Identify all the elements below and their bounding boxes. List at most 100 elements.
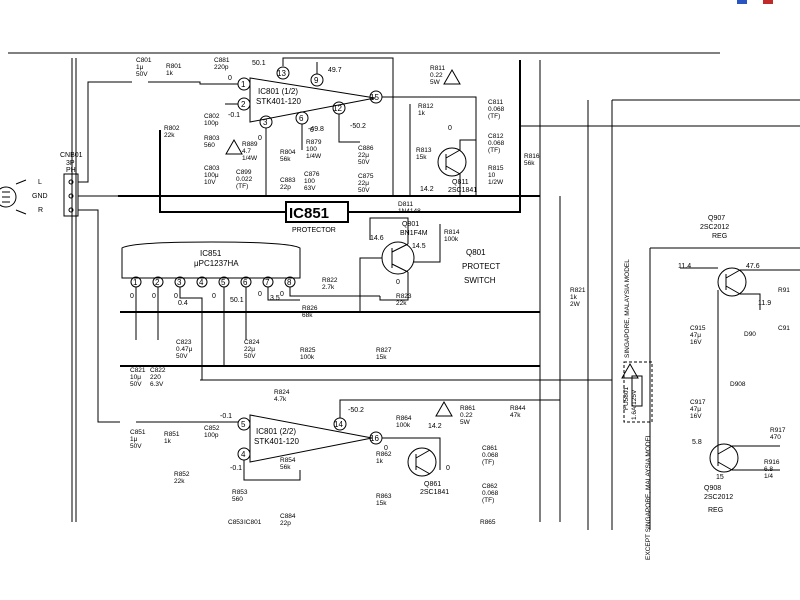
svg-text:2SC1841: 2SC1841 [448, 187, 477, 194]
component-value: 50V [358, 187, 370, 194]
component-value: 6.3V [150, 381, 164, 388]
component-value: 220 [150, 374, 161, 381]
svg-text:12: 12 [333, 104, 342, 113]
component-ref: R825 [300, 347, 316, 354]
svg-text:2SC2012: 2SC2012 [704, 494, 733, 501]
svg-text:Q801: Q801 [402, 221, 419, 228]
component-value: 100 [304, 178, 315, 185]
component-ref: C823 [176, 339, 192, 346]
component-ref: R862 [376, 451, 392, 458]
component-ref: R861 [460, 405, 476, 412]
component-ref: C822 [150, 367, 166, 374]
component-ref: R815 [488, 165, 504, 172]
svg-text:-49.8: -49.8 [308, 126, 324, 133]
component-ref: C811 [488, 99, 503, 106]
component-value: 2.7k [322, 284, 335, 291]
svg-text:0: 0 [228, 75, 232, 82]
component-value: 6.8 [764, 466, 773, 473]
q801-protect-switch: Q801 BN1F4M Q801 PROTECT SWITCH 14.6 14.… [370, 221, 500, 286]
svg-text:-0.1: -0.1 [220, 413, 232, 420]
component-value: 0.068 [482, 490, 499, 497]
component-ref: R813 [416, 147, 432, 154]
svg-text:3: 3 [263, 118, 268, 127]
component-ref: C876 [304, 171, 320, 178]
component-value: 1μ [136, 64, 144, 71]
component-ref: D908 [730, 381, 746, 388]
svg-text:8: 8 [287, 278, 292, 287]
component-ref: R826 [302, 305, 318, 312]
component-ref: R863 [376, 493, 392, 500]
svg-text:-0.1: -0.1 [228, 112, 240, 119]
component-value: 1k [166, 70, 174, 77]
component-ref: R823 [396, 293, 412, 300]
component-ref: R91 [778, 287, 790, 294]
svg-text:PH: PH [66, 167, 76, 174]
component-ref: R853 [232, 489, 248, 496]
component-ref: R879 [306, 139, 322, 146]
svg-text:47.6: 47.6 [746, 263, 760, 270]
component-value: 2W [570, 301, 581, 308]
svg-text:0: 0 [446, 465, 450, 472]
component-value: 1k [570, 294, 578, 301]
svg-text:0: 0 [396, 279, 400, 286]
component-value: 56k [280, 156, 291, 163]
svg-text:7: 7 [265, 278, 270, 287]
component-value: 16V [690, 413, 702, 420]
component-value: (TF) [488, 147, 500, 154]
header-flag-blue [737, 0, 747, 4]
svg-text:FU5801: FU5801 [623, 386, 630, 410]
component-ref: C853 [228, 519, 244, 526]
component-value: 4.7 [242, 148, 251, 155]
svg-text:2: 2 [241, 100, 246, 109]
svg-text:STK401-120: STK401-120 [256, 97, 301, 106]
component-ref: C884 [280, 513, 296, 520]
component-value: 22k [396, 300, 407, 307]
component-ref: C875 [358, 173, 374, 180]
component-value: 100k [396, 422, 411, 429]
svg-text:6: 6 [299, 114, 304, 123]
component-ref: C803 [204, 165, 220, 172]
svg-text:REG: REG [712, 233, 727, 240]
component-value: 100k [444, 236, 459, 243]
ic801-lower: IC801 (2/2) STK401-120 5 4 14 16 -0.1 -0… [220, 407, 388, 472]
component-ref: R844 [510, 405, 526, 412]
protector-block: IC851 PROTECTOR [285, 201, 349, 234]
component-value: 10V [204, 179, 216, 186]
svg-text:9: 9 [314, 76, 319, 85]
svg-text:Q861: Q861 [424, 481, 441, 488]
ic851-protector-ic: IC851 μPC1237HA 1 2 3 4 5 6 7 8 0 0 0 0 … [121, 241, 301, 307]
component-value: (TF) [236, 183, 248, 190]
svg-text:0: 0 [258, 135, 262, 142]
svg-text:2SC1841: 2SC1841 [420, 489, 449, 496]
svg-text:Q801: Q801 [466, 248, 486, 257]
svg-text:0: 0 [174, 293, 178, 300]
component-value: 0.22 [460, 412, 473, 419]
component-value: 50V [136, 71, 148, 78]
component-value: 50V [130, 443, 142, 450]
component-ref: R822 [322, 277, 338, 284]
svg-text:14.2: 14.2 [428, 423, 442, 430]
svg-text:1.6A/125V: 1.6A/125V [631, 389, 638, 420]
svg-text:STK401-120: STK401-120 [254, 437, 299, 446]
warning-icon [621, 362, 639, 379]
region-label-except: EXCEPT SINGAPORE, MALAYSIA MODEL [645, 433, 652, 560]
svg-text:11.9: 11.9 [758, 300, 771, 307]
component-value: 1N4148 [398, 208, 421, 215]
component-ref: C821 [130, 367, 146, 374]
component-value: 50V [244, 353, 256, 360]
component-value: 1k [164, 438, 172, 445]
component-ref: R812 [418, 103, 434, 110]
svg-text:REG: REG [708, 507, 723, 514]
component-ref: R852 [174, 471, 190, 478]
svg-text:2SC2012: 2SC2012 [700, 224, 729, 231]
component-ref: R854 [280, 457, 296, 464]
component-ref: C91 [778, 325, 790, 332]
svg-text:L: L [38, 179, 42, 186]
svg-text:14.6: 14.6 [370, 235, 384, 242]
component-ref: R821 [570, 287, 586, 294]
component-value: 22k [174, 478, 185, 485]
svg-text:11.4: 11.4 [678, 263, 691, 270]
svg-text:3.5: 3.5 [270, 295, 280, 302]
component-ref: R916 [764, 459, 780, 466]
component-ref: C812 [488, 133, 504, 140]
